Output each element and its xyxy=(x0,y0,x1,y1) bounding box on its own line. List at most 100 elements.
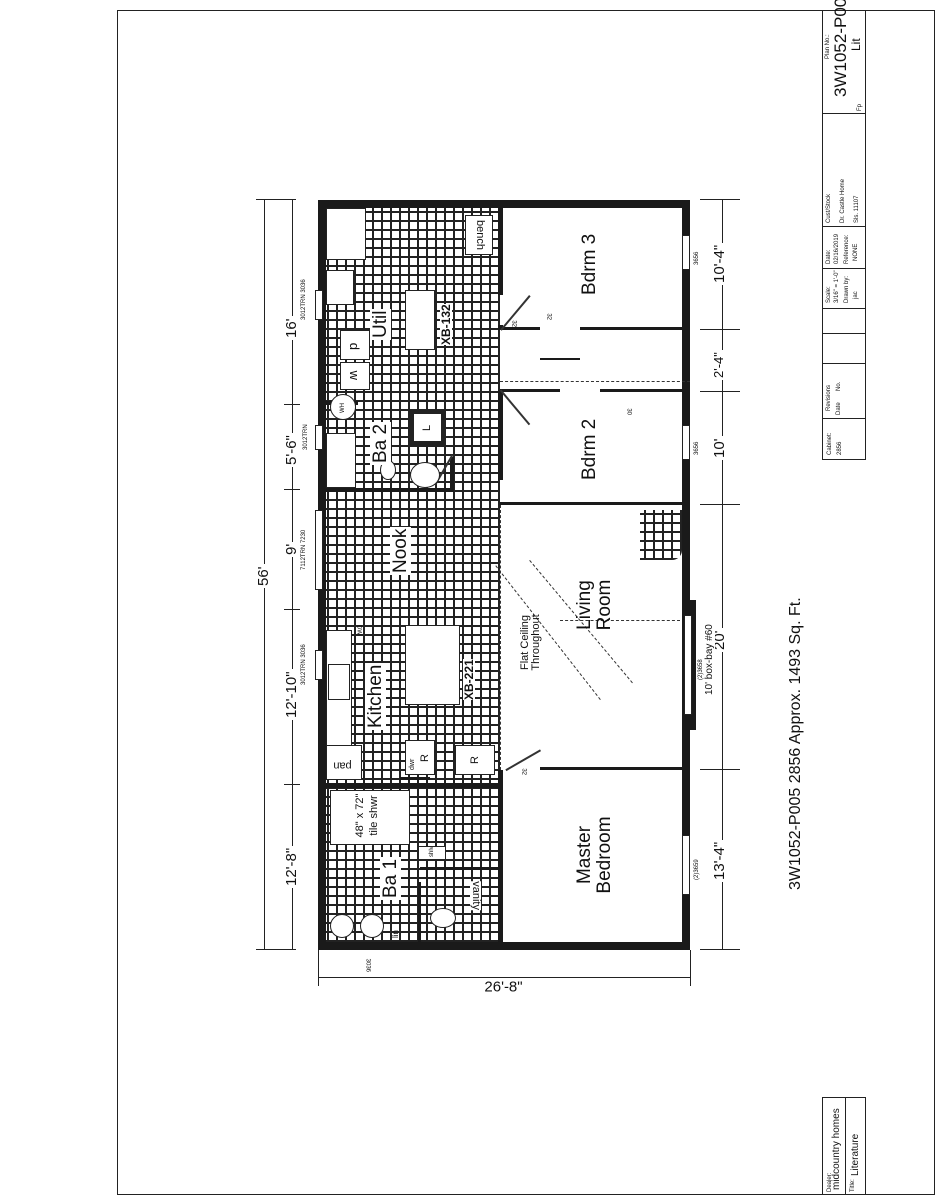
master-closet-wall xyxy=(420,867,500,870)
room-ba2: Ba 2 xyxy=(370,421,391,465)
dealer-value: midcountry homes xyxy=(831,1108,842,1190)
door-size-32b: 32 xyxy=(545,313,552,320)
window-bdrm3 xyxy=(682,235,690,270)
tile-shower: 48" x 72" tile shwr xyxy=(330,790,410,845)
wh-label: WH xyxy=(340,403,346,413)
window-bdrm2 xyxy=(682,425,690,460)
water-heater: WH xyxy=(330,394,356,420)
revisions-label: Revisions xyxy=(826,384,832,411)
room-master: Master Bedroom xyxy=(574,816,615,894)
dim-bottom-1: 10'-4" xyxy=(711,242,728,285)
ba1-toilet xyxy=(430,908,456,928)
door-size-32a: 32 xyxy=(510,320,517,327)
kitchen-sink xyxy=(328,664,350,700)
dim-top-2: 5'-6" xyxy=(283,433,300,467)
overall-width: 26'-8" xyxy=(482,978,525,996)
util-cabinet xyxy=(326,208,366,260)
dryer: d xyxy=(340,330,370,360)
room-util: Util xyxy=(370,308,391,340)
top-dimension-line xyxy=(292,200,293,950)
dwr-label: dwr xyxy=(409,758,416,770)
hall-wall-bdrm2 xyxy=(498,390,503,480)
pantry-label: pan xyxy=(333,759,352,772)
drawn-by-value: jac xyxy=(853,291,859,299)
hall-wall-util xyxy=(498,200,503,295)
door-size-32c: 32 xyxy=(520,768,527,775)
room-nook: Nook xyxy=(390,526,411,575)
door-size-30: 30 xyxy=(625,408,632,415)
sls-number: Sls. 11107 xyxy=(854,195,860,223)
revisions-date: Date xyxy=(836,402,842,415)
revisions-no: No. xyxy=(836,381,842,391)
window-nook-label: 7112TRN 7230 xyxy=(301,529,307,570)
box-bay-label: 10' box-bay #60 xyxy=(704,624,715,695)
window-kitchen xyxy=(315,650,323,680)
room-bdrm2: Bdrm 2 xyxy=(579,418,600,480)
hall-wall-master xyxy=(498,770,503,942)
bdrm3-closet-wall xyxy=(500,327,540,330)
linen-closet: L xyxy=(410,410,445,445)
plan-number: 3W1052-P005 xyxy=(831,0,850,97)
scale-label: Scale: xyxy=(826,286,832,303)
scale-value: 3/16" = 1'-0" xyxy=(834,270,840,303)
ba1-sink-1 xyxy=(330,914,354,938)
window-ba2-label: 3012TRN xyxy=(303,424,309,450)
date-label: Date: xyxy=(826,249,832,264)
dealer-home: Dr. Castle Home xyxy=(840,178,846,223)
window-util xyxy=(315,290,323,320)
ba2-tub xyxy=(326,433,356,488)
cabinet-value: 2856 xyxy=(837,441,843,455)
ba1-sink-2 xyxy=(360,914,384,938)
reference-label: Reference: xyxy=(844,234,850,264)
cabinet-label: Cabinet: xyxy=(827,432,833,455)
bdrm2-closet-wall-b xyxy=(600,389,690,392)
master-living-wall xyxy=(540,767,690,770)
refrigerator-label: R xyxy=(469,756,481,764)
living-bdrm2-wall xyxy=(500,502,690,505)
ba2-nook-wall xyxy=(318,488,454,492)
window-master xyxy=(682,835,690,895)
dim-bottom-2: 2'-4" xyxy=(711,350,726,380)
bench-label: bench xyxy=(474,220,486,250)
dim-top-5: 12'-8" xyxy=(283,845,300,888)
window-ba2 xyxy=(315,425,323,450)
overall-length: 56' xyxy=(255,564,272,588)
window-bdrm3-label: 3656 xyxy=(694,251,700,265)
bdrm2-closet-wall xyxy=(500,389,560,392)
bdrm3-closet-wall-b xyxy=(580,327,690,330)
dim-top-3: 9' xyxy=(283,541,300,557)
washer: w xyxy=(340,362,370,390)
title-value: Literature xyxy=(850,1133,861,1176)
linen-label: L xyxy=(421,424,433,431)
title-block: Cabinet: 2856 Revisions Date No. Scale: … xyxy=(822,0,866,460)
room-bdrm3: Bdrm 3 xyxy=(579,233,600,295)
flat-ceiling-note: Flat Ceiling Throughout xyxy=(519,614,542,671)
shelf-label: shlv xyxy=(429,846,435,857)
room-living: Living Room xyxy=(574,579,615,631)
window-kitchen-label: 3012TRN 3036 xyxy=(301,644,307,685)
title-label: Title: xyxy=(850,1179,856,1192)
window-master-label: (2)3659 xyxy=(694,859,700,880)
dishwasher-label: DW xyxy=(355,625,362,635)
pantry-wall xyxy=(400,777,430,780)
tile-shower-label: 48" x 72" tile shwr xyxy=(354,793,381,838)
lin-label: lin xyxy=(391,929,400,938)
xb221-label: XB-221 xyxy=(462,659,476,700)
shelf: shlv xyxy=(418,846,446,860)
bottom-dimension-line xyxy=(722,200,723,950)
refrigerator: R xyxy=(455,745,495,775)
xb132-label: XB-132 xyxy=(439,304,453,345)
vanity-label: vanity xyxy=(470,881,482,910)
kitchen-bath-wall xyxy=(318,783,500,788)
plan-sub: Lit xyxy=(849,38,863,51)
plan-caption: 3W1052-P005 2856 Approx. 1493 Sq. Ft. xyxy=(787,597,804,890)
room-ba1: Ba 1 xyxy=(380,856,401,900)
window-bdrm2-label: 3656 xyxy=(694,441,700,455)
util-sink xyxy=(326,270,354,305)
dim-top-1: 16' xyxy=(283,316,300,340)
washer-label: w xyxy=(347,370,362,380)
ba1-wall xyxy=(418,882,421,942)
window-util-label: 3012TRN 3036 xyxy=(301,279,307,320)
